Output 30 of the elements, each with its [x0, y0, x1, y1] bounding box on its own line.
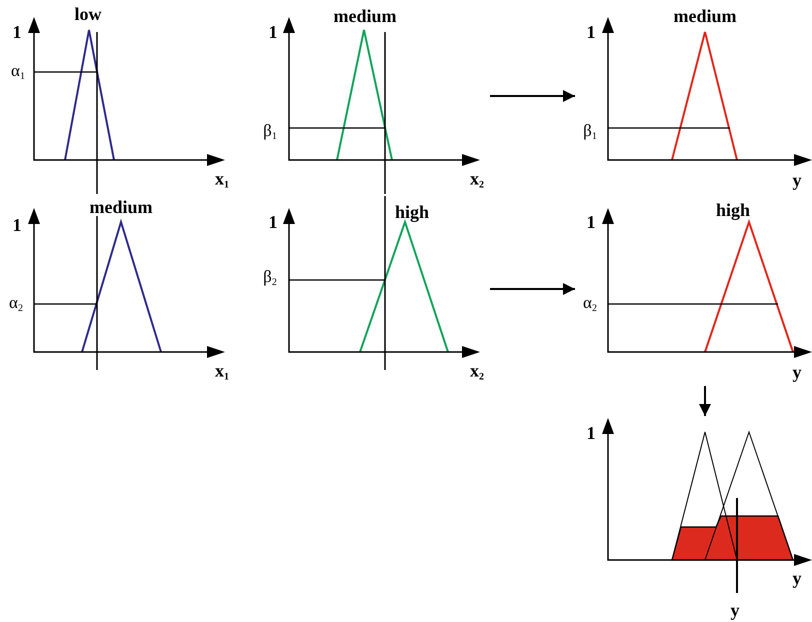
axis-label: y: [792, 363, 802, 381]
axis-label: y: [792, 171, 802, 189]
axis-tick-label: 1: [586, 424, 596, 442]
arrow: [490, 283, 575, 295]
set-label: medium: [674, 7, 736, 25]
axis-label: x$_{1}$: [215, 362, 229, 382]
axis-tick-label: 1: [268, 213, 278, 231]
set-label: medium: [334, 7, 396, 25]
membership-degree-label: β$_{1}$: [263, 122, 277, 142]
membership-degree-label: α$_{2}$: [583, 294, 597, 314]
axis-label: x$_{2}$: [470, 170, 484, 190]
output-value-label: y: [730, 601, 740, 619]
axis-tick-label: 1: [12, 216, 22, 234]
axis-tick-label: 1: [586, 23, 596, 41]
axis-label: x$_{2}$: [470, 362, 484, 382]
axis-label: x$_{1}$: [215, 170, 229, 190]
membership-degree-label: β$_{1}$: [583, 122, 597, 142]
set-label: medium: [90, 198, 152, 216]
axis-label: y: [792, 569, 802, 587]
membership-degree-label: α$_{2}$: [9, 294, 23, 314]
set-label: high: [394, 203, 430, 221]
axis-tick-label: 1: [12, 23, 22, 41]
arrow: [699, 386, 711, 416]
arrow: [490, 90, 575, 102]
set-label: low: [74, 5, 102, 23]
membership-degree-label: α$_{1}$: [11, 62, 25, 82]
axis-tick-label: 1: [268, 23, 278, 41]
set-label: high: [716, 201, 750, 219]
axis-tick-label: 1: [586, 213, 596, 231]
membership-degree-label: β$_{2}$: [263, 268, 277, 288]
